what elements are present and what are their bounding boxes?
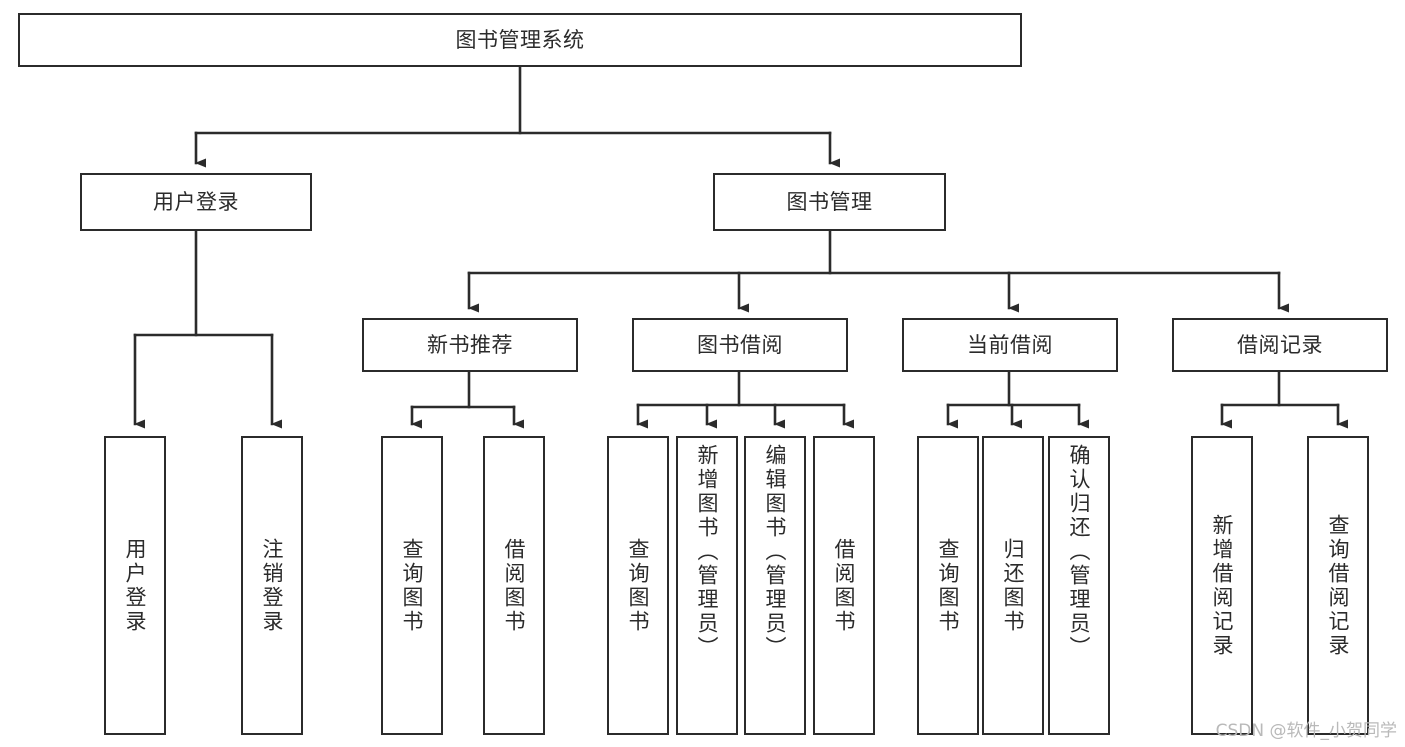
leaf-label: 借阅图书 [502, 537, 527, 634]
leaf-book-borrow-edit-book-admin[interactable]: 编辑图书（管理员） [744, 436, 806, 735]
node-book-borrow-label: 图书借阅 [697, 332, 783, 357]
leaf-borrow-record-add-record[interactable]: 新增借阅记录 [1191, 436, 1253, 735]
leaf-label: 编辑图书（管理员） [763, 444, 788, 660]
leaf-label: 确认归还（管理员） [1067, 444, 1092, 660]
node-book-manage[interactable]: 图书管理 [713, 173, 946, 231]
leaf-label: 新增借阅记录 [1210, 513, 1235, 658]
leaf-label: 用户登录 [123, 537, 148, 634]
leaf-label: 查询图书 [936, 537, 961, 634]
leaf-new-book-borrow-book[interactable]: 借阅图书 [483, 436, 545, 735]
node-book-manage-label: 图书管理 [786, 189, 873, 214]
leaf-new-book-query-book[interactable]: 查询图书 [381, 436, 443, 735]
node-borrow-record[interactable]: 借阅记录 [1172, 318, 1388, 372]
leaf-current-borrow-query-book[interactable]: 查询图书 [917, 436, 979, 735]
node-current-borrow-label: 当前借阅 [967, 332, 1053, 357]
leaf-label: 新增图书（管理员） [695, 444, 720, 660]
leaf-label: 借阅图书 [832, 537, 857, 634]
node-new-book-recommend[interactable]: 新书推荐 [362, 318, 578, 372]
node-root[interactable]: 图书管理系统 [18, 13, 1022, 67]
node-book-borrow[interactable]: 图书借阅 [632, 318, 848, 372]
leaf-label: 查询图书 [626, 537, 651, 634]
leaf-user-login-logout[interactable]: 注销登录 [241, 436, 303, 735]
watermark-text: CSDN @软件_小贺同学 [1215, 721, 1397, 741]
leaf-borrow-record-query-record[interactable]: 查询借阅记录 [1307, 436, 1369, 735]
leaf-label: 归还图书 [1001, 537, 1026, 634]
node-new-book-recommend-label: 新书推荐 [427, 332, 513, 357]
leaf-label: 查询借阅记录 [1326, 513, 1351, 658]
node-root-label: 图书管理系统 [455, 27, 585, 52]
node-user-login-label: 用户登录 [153, 189, 239, 214]
leaf-label: 查询图书 [400, 537, 425, 634]
leaf-label: 注销登录 [260, 537, 285, 634]
leaf-book-borrow-add-book-admin[interactable]: 新增图书（管理员） [676, 436, 738, 735]
node-borrow-record-label: 借阅记录 [1237, 332, 1323, 357]
node-user-login[interactable]: 用户登录 [80, 173, 312, 231]
leaf-current-borrow-return-book[interactable]: 归还图书 [982, 436, 1044, 735]
leaf-current-borrow-confirm-return-admin[interactable]: 确认归还（管理员） [1048, 436, 1110, 735]
leaf-book-borrow-query-book[interactable]: 查询图书 [607, 436, 669, 735]
leaf-book-borrow-borrow-book[interactable]: 借阅图书 [813, 436, 875, 735]
leaf-user-login-login[interactable]: 用户登录 [104, 436, 166, 735]
node-current-borrow[interactable]: 当前借阅 [902, 318, 1118, 372]
